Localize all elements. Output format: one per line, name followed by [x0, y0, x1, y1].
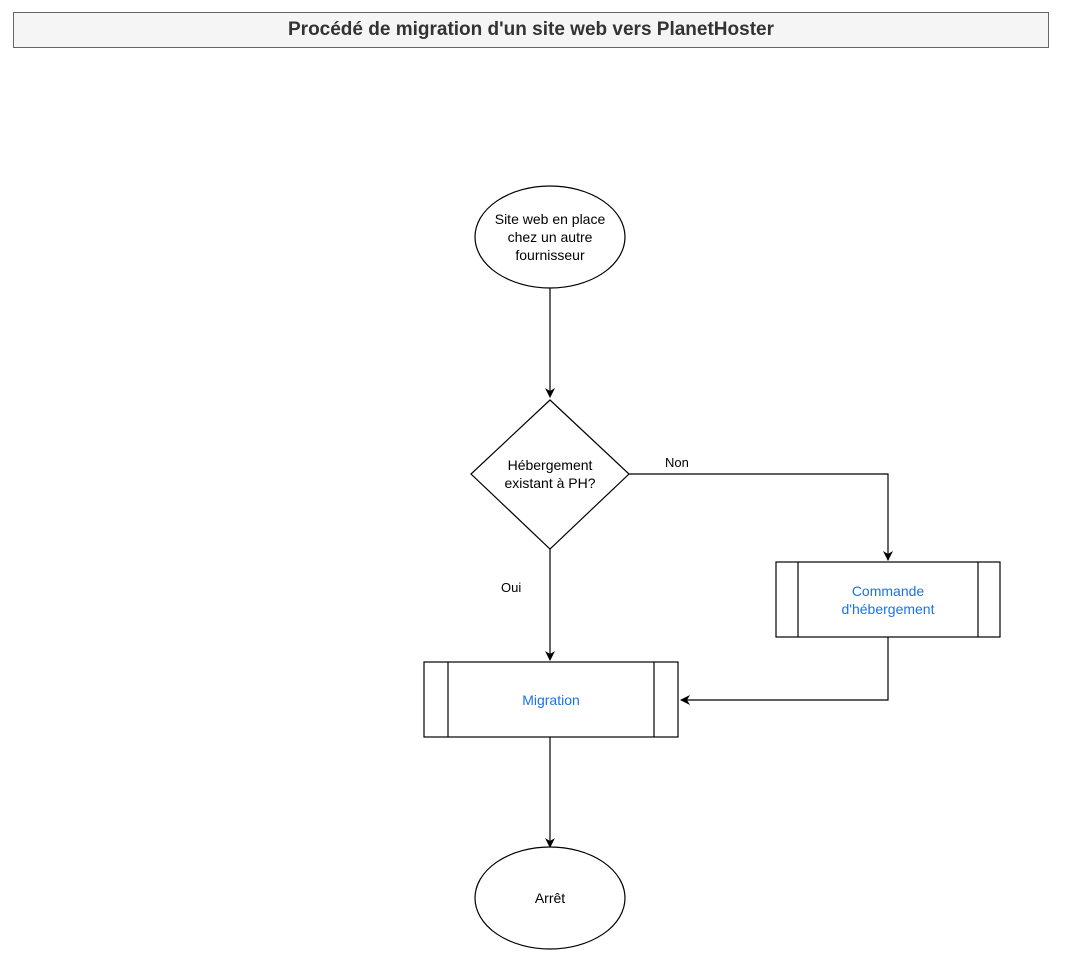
end-node-label: Arrêt: [534, 890, 566, 906]
edge-label-oui: Oui: [501, 580, 522, 595]
edge-order-to-migration: [680, 637, 889, 705]
edge-label-non: Non: [665, 455, 689, 470]
edge-decision-to-order: [629, 473, 893, 561]
decision-node-label: Hébergement existant à PH?: [504, 457, 596, 491]
end-node: [474, 846, 626, 950]
diagram-title-bar: Procédé de migration d'un site web vers …: [13, 12, 1049, 48]
diagram-title: Procédé de migration d'un site web vers …: [288, 19, 774, 40]
start-node-label: Site web en place chez un autre fourniss…: [494, 211, 606, 263]
migration-subprocess-node: [423, 661, 679, 738]
start-node: [474, 185, 626, 289]
migration-node-label[interactable]: Migration: [522, 691, 580, 708]
decision-node: [470, 399, 630, 550]
order-subprocess-node: [775, 561, 1001, 638]
order-node-label[interactable]: Commande d'hébergement: [841, 582, 935, 617]
